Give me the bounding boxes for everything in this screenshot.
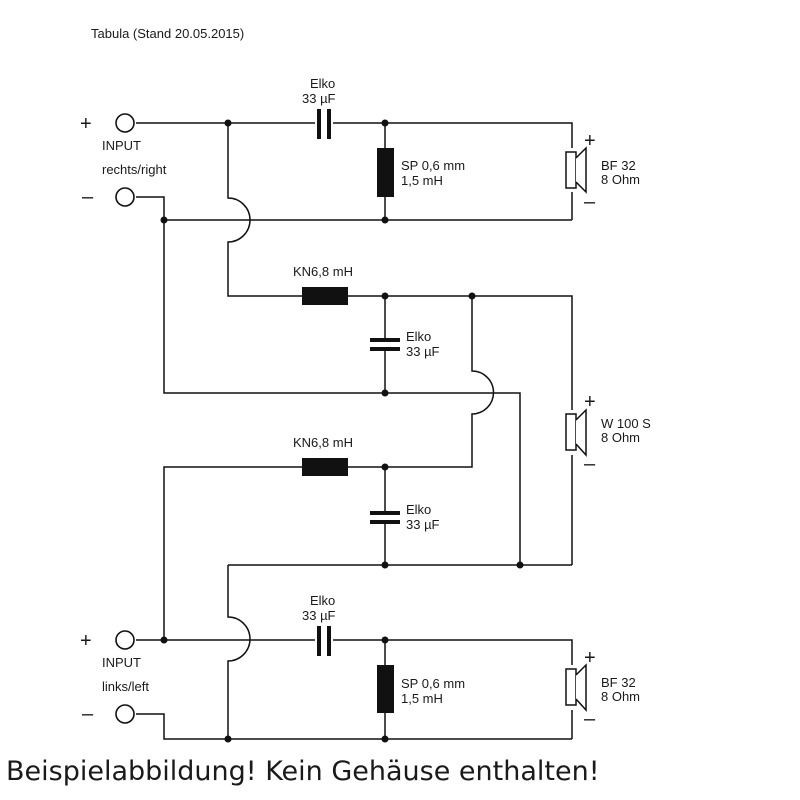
speaker-bottom: + – BF 32 8 Ohm xyxy=(565,647,640,730)
capacitor-bottom: Elko 33 µF xyxy=(302,593,336,656)
capacitor-top: Elko 33 µF xyxy=(302,76,336,139)
coil-kn-lower: KN6,8 mH xyxy=(293,435,353,476)
coil-bottom-name: SP 0,6 mm xyxy=(401,676,465,691)
capacitor-mid-upper-value: 33 µF xyxy=(406,344,440,359)
coil-top-name: SP 0,6 mm xyxy=(401,158,465,173)
disclaimer-caption: Beispielabbildung! Kein Gehäuse enthalte… xyxy=(6,756,600,787)
coil-top: SP 0,6 mm 1,5 mH xyxy=(377,148,465,197)
speaker-middle-impedance: 8 Ohm xyxy=(601,430,640,445)
coil-bottom-value: 1,5 mH xyxy=(401,691,443,706)
speaker-middle-model: W 100 S xyxy=(601,416,651,431)
capacitor-bottom-value: 33 µF xyxy=(302,608,336,623)
speaker-bottom-model: BF 32 xyxy=(601,675,636,690)
capacitor-mid-upper: Elko 33 µF xyxy=(370,329,440,359)
input-right-sublabel: rechts/right xyxy=(102,162,167,177)
coil-top-value: 1,5 mH xyxy=(401,173,443,188)
wires xyxy=(136,122,573,740)
speaker-middle-minus: – xyxy=(584,453,596,475)
speaker-middle-plus: + xyxy=(584,391,596,413)
capacitor-top-name: Elko xyxy=(310,76,335,91)
speaker-top-minus: – xyxy=(584,191,596,213)
junction-dots xyxy=(160,119,524,743)
coil-kn-lower-name: KN6,8 mH xyxy=(293,435,353,450)
speaker-top-plus: + xyxy=(584,130,596,152)
speaker-bottom-impedance: 8 Ohm xyxy=(601,689,640,704)
input-left-plus-sign: + xyxy=(80,630,92,652)
speaker-bottom-minus: – xyxy=(584,708,596,730)
capacitor-mid-lower: Elko 33 µF xyxy=(370,502,440,532)
input-left-sublabel: links/left xyxy=(102,679,149,694)
speaker-top: + – BF 32 8 Ohm xyxy=(565,130,640,213)
speaker-middle: + – W 100 S 8 Ohm xyxy=(565,391,651,475)
speaker-bottom-plus: + xyxy=(584,647,596,669)
capacitor-top-value: 33 µF xyxy=(302,91,336,106)
input-left: + INPUT links/left – xyxy=(80,630,149,725)
coil-bottom: SP 0,6 mm 1,5 mH xyxy=(377,665,465,713)
capacitor-bottom-name: Elko xyxy=(310,593,335,608)
input-right-minus-terminal xyxy=(115,187,135,207)
input-right: + INPUT rechts/right – xyxy=(80,113,167,208)
input-right-minus-sign: – xyxy=(82,186,94,208)
coil-kn-upper: KN6,8 mH xyxy=(293,264,353,305)
input-right-plus-terminal xyxy=(115,113,135,133)
speaker-top-impedance: 8 Ohm xyxy=(601,172,640,187)
capacitor-mid-lower-value: 33 µF xyxy=(406,517,440,532)
input-right-plus-sign: + xyxy=(80,113,92,135)
coil-kn-upper-name: KN6,8 mH xyxy=(293,264,353,279)
speaker-top-model: BF 32 xyxy=(601,158,636,173)
capacitor-mid-lower-name: Elko xyxy=(406,502,431,517)
input-left-label: INPUT xyxy=(102,655,141,670)
input-left-plus-terminal xyxy=(115,630,135,650)
input-right-label: INPUT xyxy=(102,138,141,153)
diagram-title: Tabula (Stand 20.05.2015) xyxy=(91,26,244,41)
input-left-minus-terminal xyxy=(115,704,135,724)
input-left-minus-sign: – xyxy=(82,703,94,725)
capacitor-mid-upper-name: Elko xyxy=(406,329,431,344)
